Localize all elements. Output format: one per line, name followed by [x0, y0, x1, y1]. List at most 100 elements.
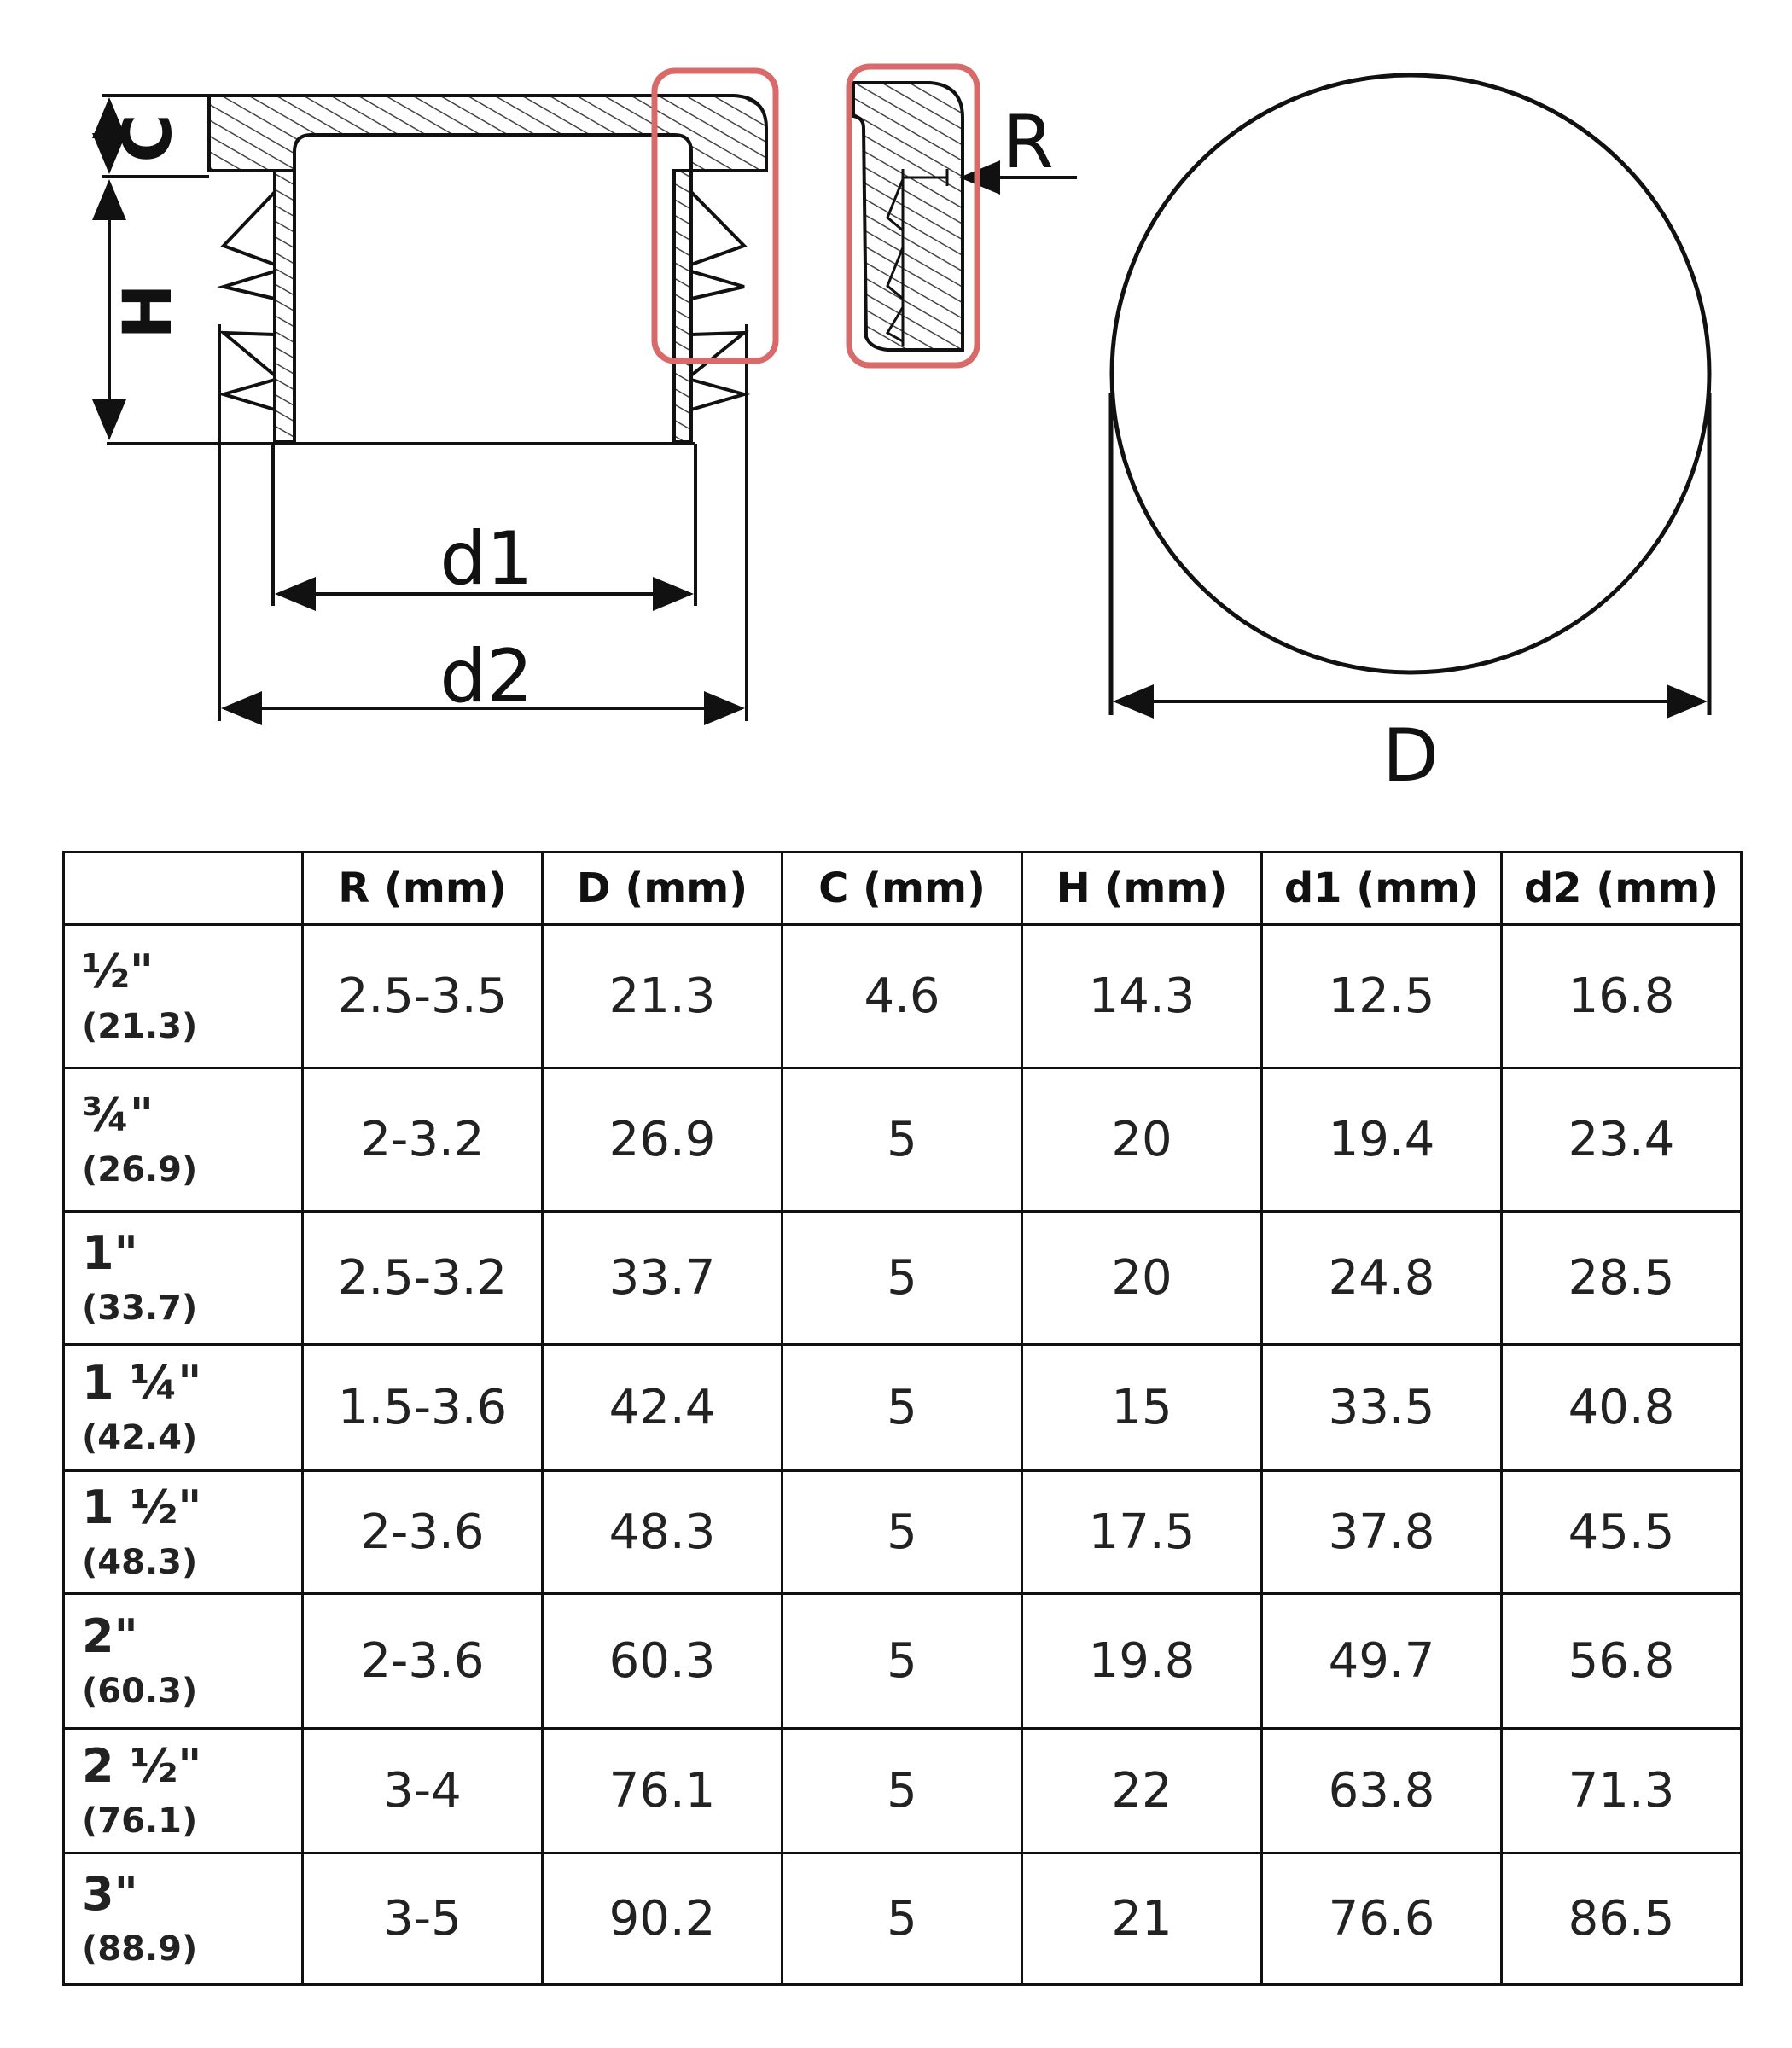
value-d2: 86.5 — [1500, 1852, 1743, 1986]
dimension-table: R (mm) D (mm) C (mm) H (mm) d1 (mm) d2 (… — [62, 851, 1743, 1986]
value-h: 15 — [1021, 1343, 1263, 1472]
value-d: 60.3 — [541, 1592, 783, 1730]
value-d: 26.9 — [541, 1067, 783, 1213]
value-r: 2-3.6 — [301, 1469, 544, 1595]
size-label: ¾" — [82, 1088, 154, 1143]
size-label: 2 ½" — [82, 1739, 202, 1794]
size-metric: (48.3) — [82, 1542, 198, 1582]
size-cell: 2" (60.3) — [62, 1592, 304, 1730]
value-h: 22 — [1021, 1727, 1263, 1854]
value-d1: 76.6 — [1260, 1852, 1503, 1986]
header-d2: d2 (mm) — [1500, 851, 1743, 926]
header-size — [62, 851, 304, 926]
table-row: 3" (88.9) 3-5 90.2 5 21 76.6 86.5 — [62, 1852, 1743, 1986]
value-c: 4.6 — [781, 923, 1023, 1069]
size-metric: (88.9) — [82, 1929, 198, 1969]
size-label: 2" — [82, 1609, 138, 1664]
label-d1: d1 — [439, 516, 532, 602]
value-d1: 24.8 — [1260, 1210, 1503, 1346]
size-label: ½" — [82, 945, 154, 999]
size-metric: (60.3) — [82, 1671, 198, 1711]
value-d2: 23.4 — [1500, 1067, 1743, 1213]
size-cell: 1 ½" (48.3) — [62, 1469, 304, 1595]
plug-right-fins — [689, 190, 751, 411]
plug-right-wall — [672, 169, 693, 444]
value-c: 5 — [781, 1469, 1023, 1595]
size-label: 1" — [82, 1226, 138, 1281]
value-d: 76.1 — [541, 1727, 783, 1854]
value-d2: 40.8 — [1500, 1343, 1743, 1472]
size-cell: 1" (33.7) — [62, 1210, 304, 1346]
header-h: H (mm) — [1021, 851, 1263, 926]
table-row: 2" (60.3) 2-3.6 60.3 5 19.8 49.7 56.8 — [62, 1592, 1743, 1730]
size-cell: ¾" (26.9) — [62, 1067, 304, 1213]
value-h: 19.8 — [1021, 1592, 1263, 1730]
plug-cross-section: C H d1 d2 — [92, 67, 779, 725]
value-h: 20 — [1021, 1067, 1263, 1213]
table-row: 1 ¼" (42.4) 1.5-3.6 42.4 5 15 33.5 40.8 — [62, 1343, 1743, 1472]
size-label: 3" — [82, 1867, 138, 1922]
size-cell: 3" (88.9) — [62, 1852, 304, 1986]
value-r: 2-3.2 — [301, 1067, 544, 1213]
size-cell: 2 ½" (76.1) — [62, 1727, 304, 1854]
label-d: D — [1382, 713, 1439, 799]
value-h: 17.5 — [1021, 1469, 1263, 1595]
size-metric: (76.1) — [82, 1801, 198, 1841]
value-d: 48.3 — [541, 1469, 783, 1595]
size-label: 1 ¼" — [82, 1356, 202, 1411]
value-c: 5 — [781, 1592, 1023, 1730]
value-r: 1.5-3.6 — [301, 1343, 544, 1472]
value-r: 2.5-3.2 — [301, 1210, 544, 1346]
table-row: ¾" (26.9) 2-3.2 26.9 5 20 19.4 23.4 — [62, 1067, 1743, 1213]
value-h: 21 — [1021, 1852, 1263, 1986]
size-metric: (21.3) — [82, 1006, 198, 1046]
label-d2: d2 — [439, 634, 532, 719]
value-d1: 63.8 — [1260, 1727, 1503, 1854]
value-d: 21.3 — [541, 923, 783, 1069]
top-view-circle — [1109, 73, 1712, 675]
value-d2: 56.8 — [1500, 1592, 1743, 1730]
value-h: 14.3 — [1021, 923, 1263, 1069]
value-r: 2.5-3.5 — [301, 923, 544, 1069]
value-d2: 71.3 — [1500, 1727, 1743, 1854]
table-row: ½" (21.3) 2.5-3.5 21.3 4.6 14.3 12.5 16.… — [62, 923, 1743, 1069]
size-metric: (26.9) — [82, 1149, 198, 1190]
table-row: 1 ½" (48.3) 2-3.6 48.3 5 17.5 37.8 45.5 — [62, 1469, 1743, 1595]
size-cell: 1 ¼" (42.4) — [62, 1343, 304, 1472]
value-d: 33.7 — [541, 1210, 783, 1346]
value-d2: 16.8 — [1500, 923, 1743, 1069]
value-d1: 49.7 — [1260, 1592, 1503, 1730]
detail-highlight-box — [651, 67, 779, 364]
plug-cap — [207, 94, 768, 172]
technical-drawing: C H d1 d2 R D — [92, 63, 1712, 799]
value-r: 3-5 — [301, 1852, 544, 1986]
value-c: 5 — [781, 1067, 1023, 1213]
header-r: R (mm) — [301, 851, 544, 926]
value-h: 20 — [1021, 1210, 1263, 1346]
top-view: D — [1108, 73, 1712, 799]
wall-detail-section — [852, 81, 964, 352]
value-d1: 19.4 — [1260, 1067, 1503, 1213]
value-d1: 12.5 — [1260, 923, 1503, 1069]
value-c: 5 — [781, 1343, 1023, 1472]
wall-detail-highlight-box — [846, 63, 980, 369]
value-c: 5 — [781, 1727, 1023, 1854]
table-row: 1" (33.7) 2.5-3.2 33.7 5 20 24.8 28.5 — [62, 1210, 1743, 1346]
label-r: R — [1003, 100, 1054, 185]
value-c: 5 — [781, 1210, 1023, 1346]
wall-detail: R — [846, 63, 1077, 369]
table-header-row: R (mm) D (mm) C (mm) H (mm) d1 (mm) d2 (… — [62, 851, 1743, 926]
header-d: D (mm) — [541, 851, 783, 926]
size-cell: ½" (21.3) — [62, 923, 304, 1069]
label-c: C — [110, 113, 187, 162]
value-d: 90.2 — [541, 1852, 783, 1986]
plug-left-wall — [273, 169, 296, 444]
value-d1: 33.5 — [1260, 1343, 1503, 1472]
value-d2: 28.5 — [1500, 1210, 1743, 1346]
label-h: H — [110, 283, 187, 339]
value-d1: 37.8 — [1260, 1469, 1503, 1595]
size-metric: (33.7) — [82, 1288, 198, 1328]
value-d2: 45.5 — [1500, 1469, 1743, 1595]
value-r: 2-3.6 — [301, 1592, 544, 1730]
header-d1: d1 (mm) — [1260, 851, 1503, 926]
